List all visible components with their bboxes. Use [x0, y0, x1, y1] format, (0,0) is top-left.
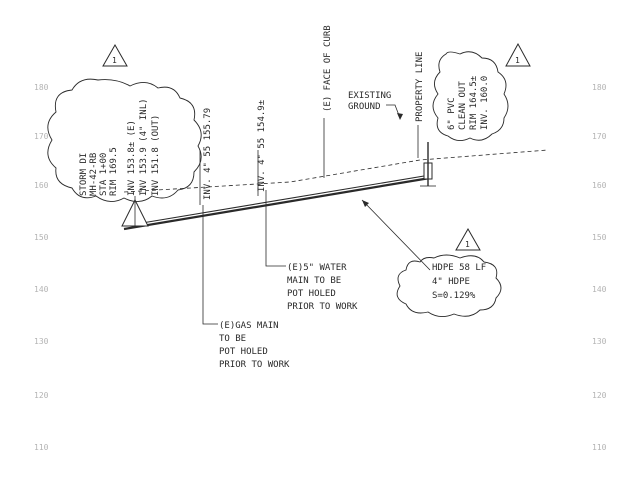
svg-text:RIM 169.5: RIM 169.5 — [109, 147, 119, 196]
left-revision-cloud — [47, 78, 202, 202]
svg-text:MAIN TO BE: MAIN TO BE — [287, 276, 341, 286]
arrowhead — [362, 200, 369, 207]
svg-text:STORM DI: STORM DI — [79, 153, 89, 196]
svg-text:4" HDPE: 4" HDPE — [432, 277, 470, 287]
svg-text:(E)5" WATER: (E)5" WATER — [287, 263, 347, 273]
svg-text:(E)GAS MAIN: (E)GAS MAIN — [219, 321, 279, 331]
cleanout-label: 6" PVC CLEAN OUT RIM 164.5± INV. 160.0 — [447, 75, 490, 130]
revision-number: 1 — [465, 240, 470, 249]
existing-ground-label: EXISTING — [348, 91, 391, 101]
water-note-leader — [265, 190, 286, 267]
svg-text:6" PVC: 6" PVC — [447, 97, 457, 130]
existing-ground-line — [123, 149, 549, 193]
elev-tick-left: 120 — [34, 391, 49, 400]
elev-tick-left: 170 — [34, 132, 49, 141]
pipe-top-line — [123, 174, 431, 227]
svg-text:S=0.129%: S=0.129% — [432, 291, 476, 301]
pipe-bottom-line — [123, 176, 431, 231]
elev-tick-left: 140 — [34, 285, 49, 294]
svg-text:INV 151.8 (OUT): INV 151.8 (OUT) — [151, 115, 161, 196]
svg-text:PRIOR TO WORK: PRIOR TO WORK — [287, 302, 358, 312]
storm-drain-label: STORM DI MH-42-RB STA 1+00 RIM 169.5 — [79, 147, 119, 196]
revision-number: 1 — [515, 56, 520, 65]
svg-text:POT HOLED: POT HOLED — [287, 289, 336, 299]
elev-tick-right: 160 — [592, 181, 607, 190]
gas-inv-label: INV. 4" 55 155.79 — [203, 108, 213, 200]
existing-ground-leader — [386, 104, 401, 119]
invert-elevations-label: INV 153.8± (E) INV 153.9 (4" INL) INV 15… — [127, 98, 161, 196]
elev-tick-left: 180 — [34, 83, 49, 92]
elev-tick-left: 130 — [34, 337, 49, 346]
svg-text:MH-42-RB: MH-42-RB — [89, 153, 99, 196]
elev-tick-left: 110 — [34, 443, 49, 452]
elev-tick-right: 130 — [592, 337, 607, 346]
elev-tick-left: 160 — [34, 181, 49, 190]
pipe-callout-leader — [361, 199, 431, 271]
elev-tick-right: 150 — [592, 233, 607, 242]
left-elevation-axis: 180 170 160 150 140 130 120 110 — [34, 83, 49, 452]
elev-tick-right: 140 — [592, 285, 607, 294]
pipe-spec-label: HDPE 58 LF 4" HDPE S=0.129% — [432, 263, 486, 301]
arrowhead — [397, 113, 403, 120]
svg-text:INV 153.8± (E): INV 153.8± (E) — [127, 120, 137, 196]
right-revision-cloud — [432, 51, 509, 141]
gas-note-leader — [202, 205, 218, 325]
elev-tick-right: 120 — [592, 391, 607, 400]
gas-main-note: (E)GAS MAIN TO BE POT HOLED PRIOR TO WOR… — [219, 321, 290, 370]
right-elevation-axis: 180 170 160 150 140 130 120 110 — [592, 83, 607, 452]
svg-text:CLEAN OUT: CLEAN OUT — [458, 81, 468, 130]
elev-tick-right: 110 — [592, 443, 607, 452]
svg-text:PROPERTY LINE: PROPERTY LINE — [415, 52, 425, 122]
elev-tick-left: 150 — [34, 233, 49, 242]
existing-ground-label: GROUND — [348, 102, 381, 112]
svg-text:STA 1+00: STA 1+00 — [99, 153, 109, 196]
revision-number: 1 — [112, 56, 117, 65]
face-of-curb-label: (E) FACE OF CURB — [323, 25, 333, 112]
pipe-revision-cloud — [396, 254, 502, 317]
svg-text:INV. 160.0: INV. 160.0 — [480, 76, 490, 130]
revision-triangle-pipe: 1 — [455, 227, 481, 251]
svg-text:HDPE 58 LF: HDPE 58 LF — [432, 263, 486, 273]
svg-text:TO BE: TO BE — [219, 334, 246, 344]
svg-text:POT HOLED: POT HOLED — [219, 347, 268, 357]
svg-text:PRIOR TO WORK: PRIOR TO WORK — [219, 360, 290, 370]
svg-text:INV 153.9 (4" INL): INV 153.9 (4" INL) — [139, 98, 149, 196]
svg-text:INV. 4" 55 154.9±: INV. 4" 55 154.9± — [257, 99, 267, 192]
svg-text:(E) FACE OF CURB: (E) FACE OF CURB — [323, 25, 333, 112]
svg-text:RIM 164.5±: RIM 164.5± — [469, 75, 479, 130]
revision-triangle-left: 1 — [102, 43, 128, 67]
revision-triangle-right: 1 — [505, 42, 531, 67]
cleanout-symbol — [420, 142, 436, 187]
elev-tick-right: 180 — [592, 83, 607, 92]
water-main-note: (E)5" WATER MAIN TO BE POT HOLED PRIOR T… — [287, 263, 358, 312]
elev-tick-right: 170 — [592, 132, 607, 141]
property-line-label: PROPERTY LINE — [415, 52, 425, 122]
water-inv-label: INV. 4" 55 154.9± — [257, 99, 267, 192]
svg-text:INV. 4" 55 155.79: INV. 4" 55 155.79 — [203, 108, 213, 200]
